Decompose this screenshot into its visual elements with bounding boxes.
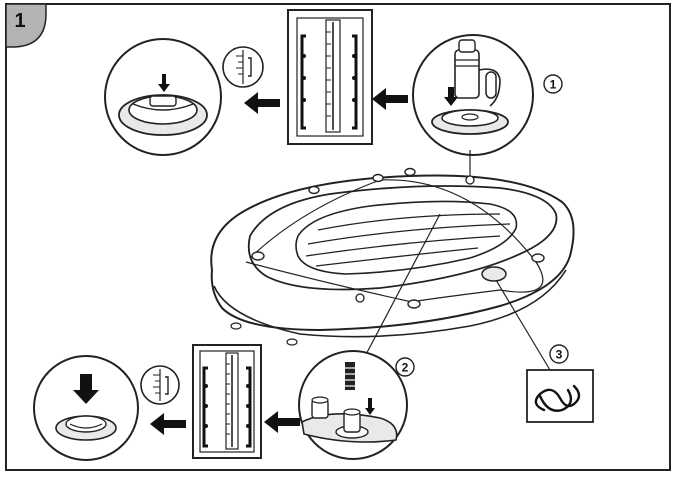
pump-valve-detail bbox=[298, 350, 408, 460]
down-arrow-icon bbox=[73, 374, 99, 404]
inflation-gauge-icon bbox=[192, 344, 262, 459]
down-arrow-icon bbox=[444, 87, 458, 106]
inflatable-boat-icon bbox=[210, 167, 575, 346]
step-badge-shape bbox=[5, 3, 47, 48]
callout-1-label: 1 bbox=[550, 78, 557, 92]
gauge-magnifier-icon bbox=[140, 365, 180, 405]
down-arrow-icon bbox=[158, 74, 170, 92]
gauge-magnifier-icon bbox=[222, 46, 264, 88]
callout-1-ring bbox=[543, 74, 563, 94]
left-arrow-icon bbox=[372, 88, 408, 110]
left-arrow-icon bbox=[264, 411, 300, 433]
callout-2-label: 2 bbox=[402, 361, 409, 375]
left-arrow-icon bbox=[244, 92, 280, 114]
leader-line bbox=[361, 213, 441, 363]
callout-3-ring bbox=[549, 344, 569, 364]
inflation-gauge-icon bbox=[287, 9, 373, 145]
callout-2-ring bbox=[395, 357, 415, 377]
leader-line bbox=[495, 279, 551, 371]
valve-closed-detail bbox=[104, 38, 222, 156]
down-arrow-icon bbox=[365, 398, 375, 415]
left-arrow-icon bbox=[150, 413, 186, 435]
valve-open-detail bbox=[412, 34, 534, 178]
rope-icon bbox=[534, 384, 581, 412]
callout-3-label: 3 bbox=[556, 348, 563, 362]
valve-cap-closed-detail bbox=[33, 355, 139, 461]
step-number: 1 bbox=[14, 9, 26, 32]
rope-detail bbox=[526, 369, 594, 423]
